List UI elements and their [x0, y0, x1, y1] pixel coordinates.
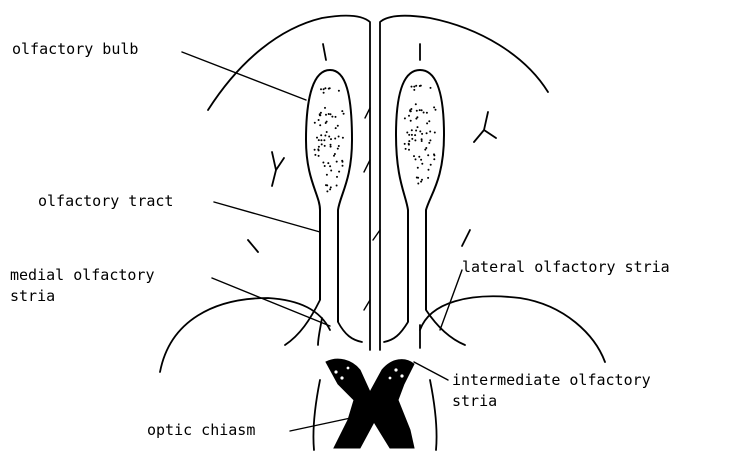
label-olfactory-bulb: olfactory bulb	[12, 40, 138, 59]
left-striae	[285, 300, 362, 345]
left-sulcus-mark	[272, 152, 284, 186]
label-optic-chiasm: optic chiasm	[147, 421, 255, 440]
leader-olfactory-tract	[214, 202, 320, 232]
right-sulcus-mark	[474, 112, 496, 142]
left-top-mark	[323, 44, 326, 60]
label-medial-olfactory-stria-line1: medial olfactory	[10, 266, 155, 285]
label-intermediate-olfactory-stria-line2: stria	[452, 392, 497, 411]
left-temporal-lobe-outline	[160, 298, 330, 372]
right-lower-outline	[430, 380, 437, 450]
fissure-notch	[373, 230, 380, 240]
left-lower-sulcus-mark	[248, 240, 258, 252]
leader-olfactory-bulb	[182, 52, 306, 100]
right-olfactory-bulb	[396, 70, 444, 322]
right-striae	[384, 310, 465, 348]
right-temporal-lobe-outline	[420, 296, 605, 362]
label-lateral-olfactory-stria: lateral olfactory stria	[462, 258, 670, 277]
left-olfactory-bulb	[306, 70, 352, 322]
label-intermediate-olfactory-stria-line1: intermediate olfactory	[452, 371, 651, 390]
optic-chiasm-shape	[326, 359, 414, 448]
leader-intermediate-stria	[414, 362, 448, 380]
label-olfactory-tract: olfactory tract	[38, 192, 173, 211]
right-lower-sulcus-mark	[462, 230, 470, 246]
label-medial-olfactory-stria-line2: stria	[10, 287, 55, 306]
left-lower-outline	[313, 380, 320, 450]
